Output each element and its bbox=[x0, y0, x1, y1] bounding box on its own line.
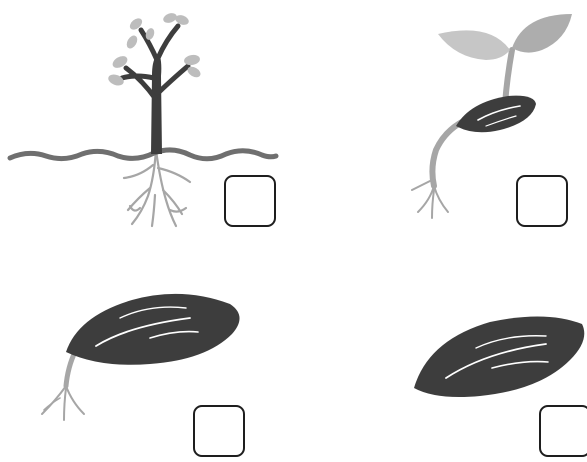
tree-answer-box[interactable] bbox=[224, 175, 276, 227]
tree-trunk bbox=[151, 56, 162, 154]
seed-answer-box[interactable] bbox=[539, 405, 587, 457]
seed-coat bbox=[414, 316, 584, 397]
germinating-seed-panel bbox=[0, 260, 300, 457]
germinating-seed-answer-box[interactable] bbox=[193, 405, 245, 457]
seedling-right-leaf bbox=[512, 14, 572, 53]
tree-roots bbox=[124, 150, 190, 226]
seedling-seed bbox=[456, 96, 536, 133]
germinating-seed-icon bbox=[0, 260, 300, 457]
soil-line bbox=[10, 150, 276, 159]
seedling-root bbox=[412, 118, 470, 218]
germinating-seed-coat bbox=[66, 294, 240, 365]
germinating-root bbox=[42, 346, 84, 420]
seedling-left-leaf bbox=[438, 30, 510, 60]
seedling-answer-box[interactable] bbox=[516, 175, 568, 227]
